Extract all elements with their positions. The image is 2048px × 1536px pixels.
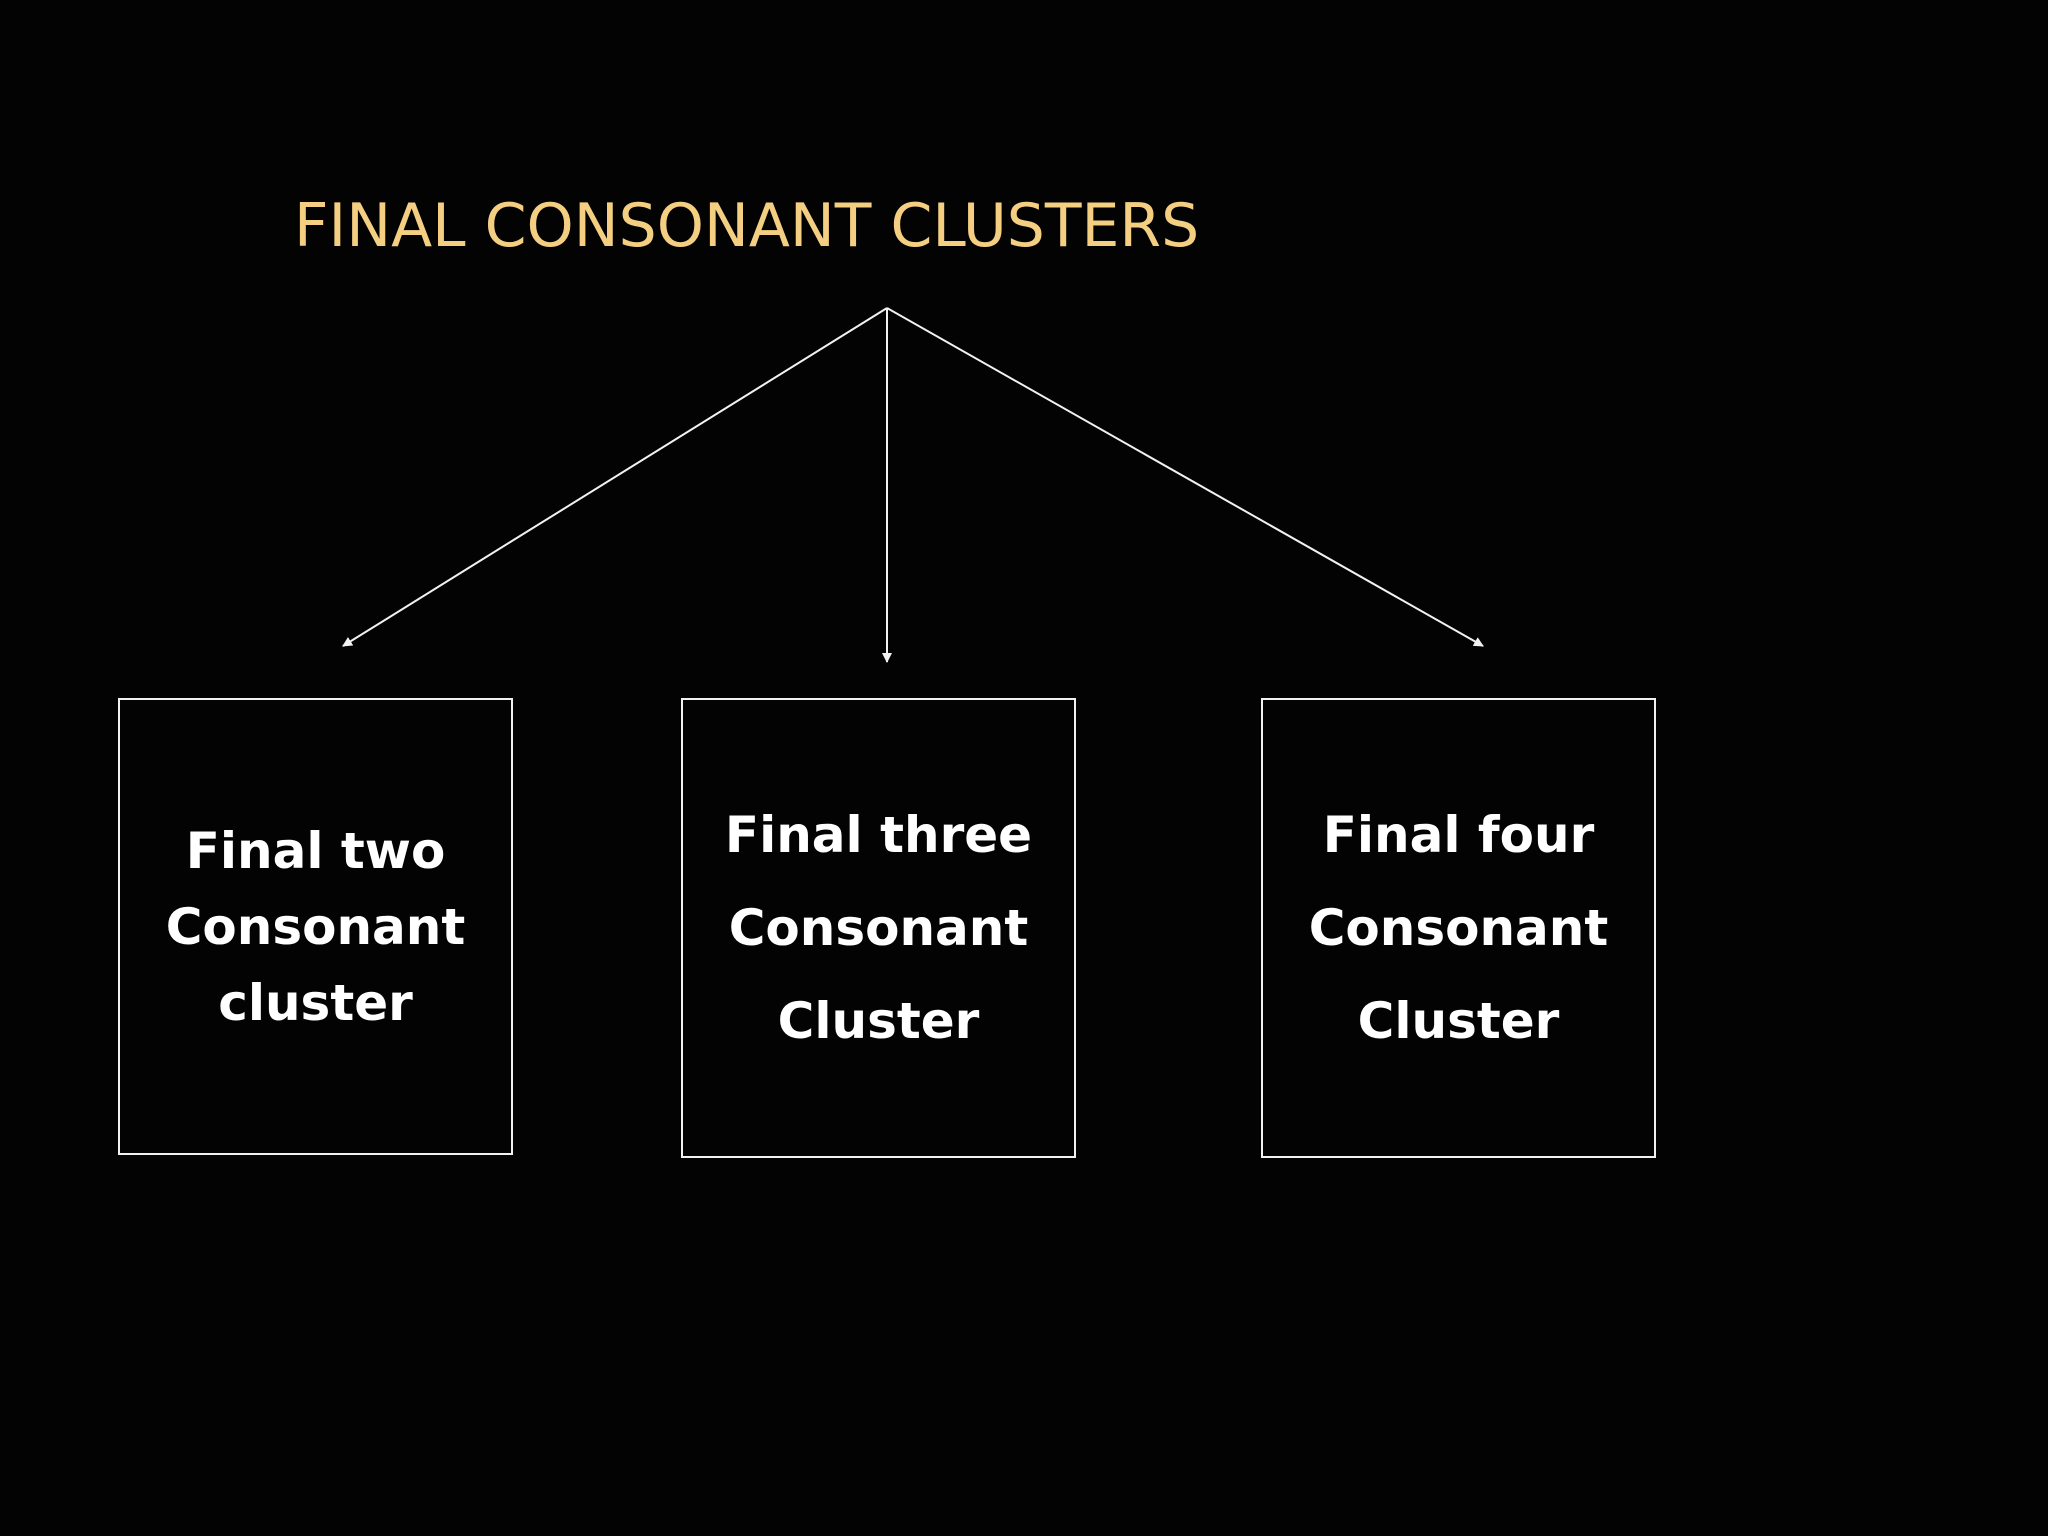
box-label-line: Final four [1322, 805, 1595, 864]
box-label-line: Final two [185, 821, 446, 880]
arrow-to-box-1 [342, 307, 888, 647]
box-label-line: cluster [218, 973, 413, 1032]
box-label-line: Consonant [165, 897, 466, 956]
box-final-four-consonant-cluster: Final four Consonant Cluster [1261, 698, 1656, 1158]
box-label-line: Cluster [777, 991, 980, 1050]
diagram-title: FINAL CONSONANT CLUSTERS [294, 191, 1200, 261]
arrow-to-box-3 [886, 307, 1484, 647]
box-label-line: Final three [724, 805, 1033, 864]
box-label-line: Consonant [728, 898, 1029, 957]
box-final-two-consonant-cluster: Final two Consonant cluster [118, 698, 513, 1155]
box-label-line: Cluster [1357, 991, 1560, 1050]
box-final-three-consonant-cluster: Final three Consonant Cluster [681, 698, 1076, 1158]
box-label-line: Consonant [1308, 898, 1609, 957]
